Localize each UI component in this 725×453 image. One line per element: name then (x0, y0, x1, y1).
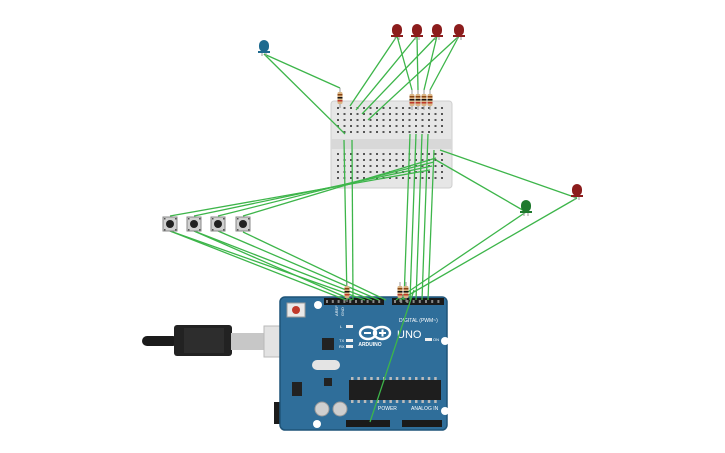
wire[interactable] (416, 35, 419, 91)
leds[interactable] (258, 24, 583, 216)
arduino-logo (358, 325, 392, 341)
wire[interactable] (427, 149, 435, 301)
capacitor (314, 401, 330, 417)
wire[interactable] (421, 133, 429, 301)
led-red-1[interactable] (391, 24, 403, 40)
mount-hole (313, 420, 321, 428)
usb-chip (322, 338, 334, 350)
led-red-4[interactable] (453, 24, 465, 40)
analog-label: ANALOG IN (411, 406, 439, 412)
aref-label: AREF (334, 305, 339, 316)
digital-header-right[interactable] (392, 298, 444, 305)
brand-label: ARDUINO (358, 342, 381, 348)
wire[interactable] (395, 211, 527, 301)
resistor-group[interactable] (344, 90, 433, 302)
board-led-l (346, 325, 353, 328)
header-pins (326, 300, 440, 303)
wires[interactable] (169, 35, 578, 423)
wire[interactable] (217, 230, 380, 301)
pushbutton[interactable] (186, 216, 202, 232)
analog-header[interactable] (402, 420, 442, 427)
led-green[interactable] (520, 200, 532, 216)
wire[interactable] (367, 35, 460, 121)
resistor[interactable] (403, 282, 409, 302)
board-led-on (425, 338, 432, 341)
l-label: L (340, 324, 343, 329)
board-led-tx (346, 339, 353, 342)
resistor[interactable] (344, 282, 350, 302)
mount-hole (441, 407, 449, 415)
resistor[interactable] (397, 282, 403, 302)
chip-pins (351, 377, 437, 403)
resistor[interactable] (421, 90, 427, 110)
wire[interactable] (435, 159, 527, 213)
power-label: POWER (378, 406, 397, 412)
small-chip (324, 378, 332, 386)
wire[interactable] (169, 169, 431, 217)
power-header[interactable] (346, 420, 390, 427)
led-red-5[interactable] (571, 184, 583, 200)
led-blue[interactable] (258, 40, 270, 56)
resistor[interactable] (427, 90, 433, 110)
wire[interactable] (263, 53, 346, 135)
wire[interactable] (361, 35, 438, 115)
wire[interactable] (193, 230, 353, 301)
wire[interactable] (399, 197, 578, 301)
wire[interactable] (193, 230, 373, 301)
wire[interactable] (409, 133, 417, 301)
mount-hole (441, 337, 449, 345)
wire[interactable] (351, 139, 354, 301)
resistor[interactable] (409, 90, 415, 110)
digital-label: DIGITAL (PWM~) (399, 318, 438, 324)
wire[interactable] (349, 35, 398, 107)
led-red-3[interactable] (431, 24, 443, 40)
tx-label: TX (339, 338, 344, 343)
board-led-rx (346, 345, 353, 348)
mount-hole (314, 301, 322, 309)
resistor-bb-1[interactable] (337, 88, 343, 108)
regulator (292, 382, 302, 396)
wire[interactable] (242, 231, 387, 301)
wire[interactable] (369, 289, 415, 423)
wire[interactable] (429, 35, 460, 91)
resistor[interactable] (415, 90, 421, 110)
pushbutton[interactable] (210, 216, 226, 232)
on-label: ON (433, 337, 439, 342)
gnd-label: GND (340, 307, 345, 316)
pushbutton[interactable] (162, 216, 178, 232)
crystal (312, 360, 340, 370)
pushbuttons[interactable] (162, 216, 251, 232)
atmega-chip (349, 380, 441, 400)
led-red-2[interactable] (411, 24, 423, 40)
rx-label: RX (339, 344, 345, 349)
wire[interactable] (169, 230, 347, 301)
wire[interactable] (263, 53, 341, 89)
wire[interactable] (217, 161, 435, 217)
wire[interactable] (403, 133, 411, 301)
wire[interactable] (415, 133, 423, 301)
wire[interactable] (355, 35, 418, 111)
wire[interactable] (242, 157, 437, 217)
breadboard[interactable] (330, 100, 453, 189)
reset-button[interactable] (286, 302, 306, 318)
arduino-uno-board[interactable]: ARDUINO UNO DIGITAL (PWM~) POWER ANALOG … (142, 296, 449, 431)
pushbutton[interactable] (235, 216, 251, 232)
wire[interactable] (439, 149, 578, 199)
wire[interactable] (343, 139, 348, 301)
digital-header-left[interactable] (324, 298, 384, 305)
wire[interactable] (169, 230, 366, 301)
model-label: UNO (397, 329, 422, 341)
wire[interactable] (193, 165, 433, 217)
capacitor (332, 401, 348, 417)
